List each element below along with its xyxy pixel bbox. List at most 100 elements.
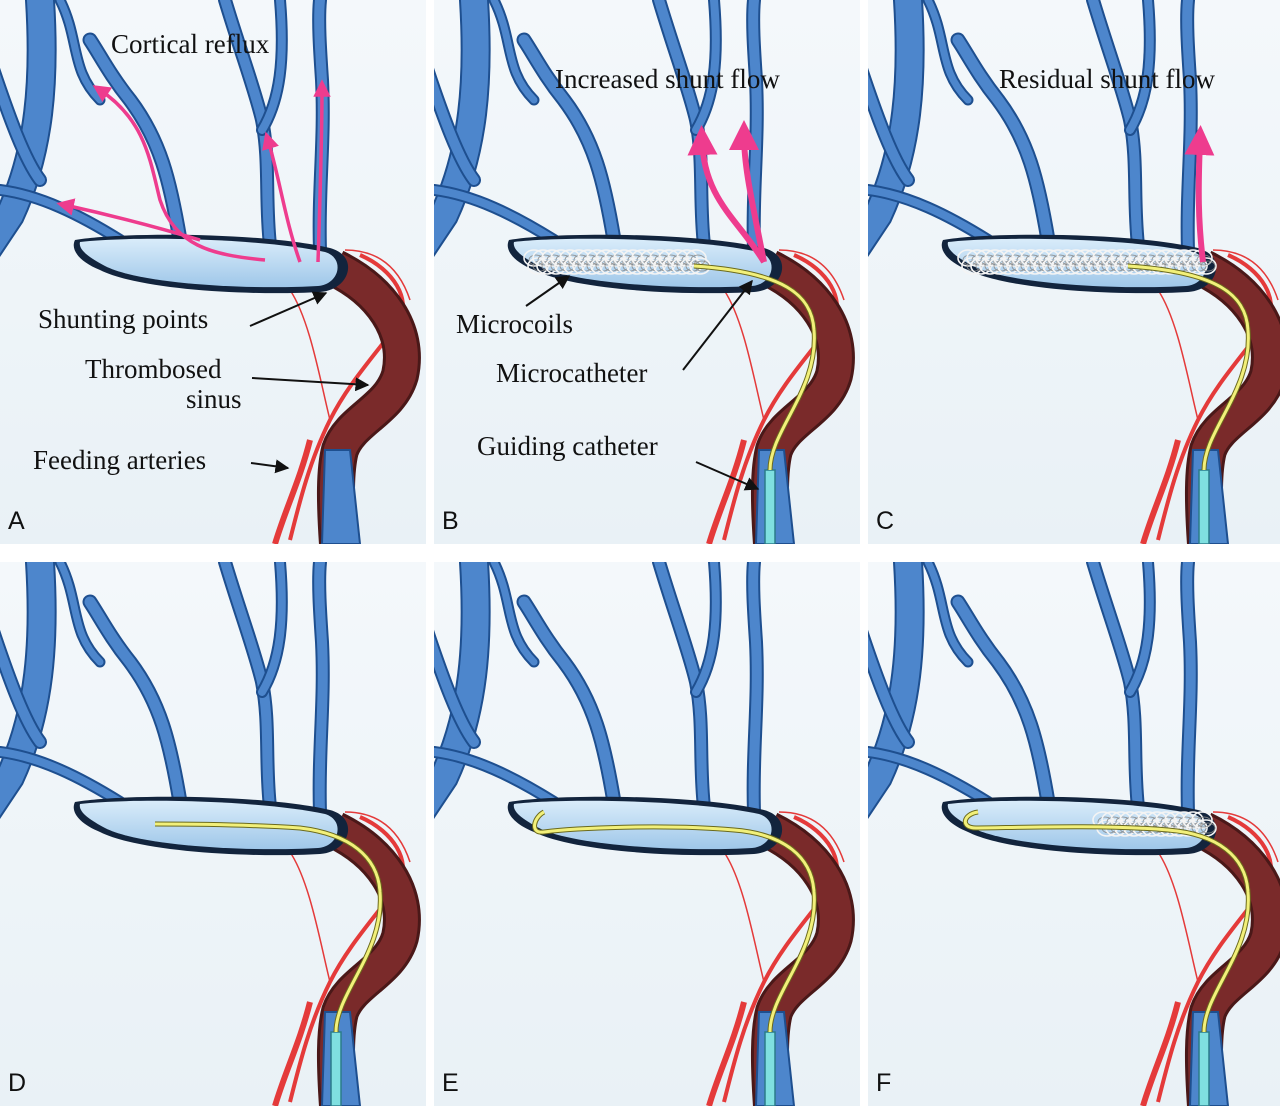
coil-loop: [1195, 257, 1217, 275]
feeding-artery-upper: [344, 811, 411, 863]
lower-left-vein-fill: [0, 748, 124, 806]
feeding-artery-trunk: [706, 1001, 747, 1106]
panel-illustration: [0, 562, 421, 1106]
panel-e: E: [434, 562, 860, 1106]
microcoils-partial: [523, 249, 711, 275]
feeding-artery-trunk: [272, 439, 313, 544]
panel-letter-c: C: [876, 507, 895, 535]
panel-letter-d: D: [8, 1069, 27, 1097]
guiding-catheter: [1198, 469, 1210, 544]
left-large-vein-fill: [434, 562, 489, 816]
cortical-vein-3-fill: [1182, 562, 1196, 817]
feeding-artery-trunk: [706, 439, 747, 544]
feeding-artery-thin: [723, 851, 765, 983]
cortical-vein-2b-fill: [692, 0, 720, 134]
cortical-vein-1-fill: [518, 34, 620, 246]
coil-loop-shadow: [1200, 260, 1216, 272]
panel-illustration: [868, 562, 1280, 1106]
coil-loop-shadow: [1196, 816, 1212, 828]
left-branch-vein-fill: [434, 636, 479, 747]
flow-arrow-4: [313, 79, 331, 263]
cortical-vein-3-fill: [748, 562, 762, 817]
microcatheter: [1127, 264, 1250, 471]
flow-arrow-1: [92, 85, 266, 262]
panel-b: B: [434, 0, 860, 544]
coil-loop-shadow: [1200, 822, 1216, 834]
panel-d: D: [0, 562, 426, 1106]
panel-illustration: [434, 0, 855, 544]
feeding-artery-trunk: [1140, 1001, 1181, 1106]
cortical-vein-1-fill: [952, 34, 1054, 246]
cortical-vein-2b-fill: [692, 562, 720, 696]
feeding-artery-thin: [1157, 289, 1199, 421]
upper-twig-vein-fill: [56, 0, 104, 104]
panel-illustration: [0, 0, 421, 544]
lower-left-vein-fill: [868, 748, 992, 806]
feeding-artery-main: [1156, 253, 1274, 541]
upper-twig-vein-fill: [924, 0, 972, 104]
flow-arrow-2: [729, 120, 767, 263]
feeding-artery-main: [1156, 815, 1274, 1103]
cortical-vein-2b-fill: [258, 562, 286, 696]
cortical-vein-2b-fill: [1126, 0, 1154, 134]
cortical-vein-3-fill: [314, 562, 328, 817]
microcoils-full: [957, 249, 1217, 275]
feeding-artery-upper: [778, 811, 845, 863]
guiding-catheter: [1198, 1031, 1210, 1106]
feeding-artery-upper: [1212, 811, 1279, 863]
panel-c: C: [868, 0, 1280, 544]
cortical-vein-3-fill: [1182, 0, 1196, 255]
left-branch-vein-fill: [0, 636, 45, 747]
flow-arrow-1: [1184, 125, 1215, 263]
panel-illustration: [868, 0, 1280, 544]
panel-letter-b: B: [442, 507, 459, 535]
microcatheter: [154, 822, 382, 1033]
panel-letter-e: E: [442, 1069, 459, 1097]
panel-f: F: [868, 562, 1280, 1106]
cortical-vein-1-fill: [84, 596, 186, 808]
flow-arrow-2: [56, 198, 201, 242]
feeding-artery-upper: [778, 249, 845, 301]
flow-arrow-3: [262, 131, 302, 263]
feeding-artery-upper: [1212, 249, 1279, 301]
guiding-catheter: [330, 1031, 342, 1106]
coil-loop: [1186, 257, 1208, 275]
upper-twig-vein-fill: [924, 562, 972, 666]
left-branch-vein-fill: [0, 74, 45, 185]
left-branch-vein-fill: [434, 74, 479, 185]
feeding-artery-main: [722, 815, 840, 1103]
left-large-vein-fill: [434, 0, 489, 254]
lower-left-vein-fill: [868, 186, 992, 244]
panel-a: A: [0, 0, 426, 544]
panel-letter-a: A: [8, 507, 25, 535]
jugular-vein: [320, 449, 362, 544]
feeding-artery-trunk: [272, 1001, 313, 1106]
guiding-catheter: [764, 1031, 776, 1106]
cortical-vein-1-fill: [952, 596, 1054, 808]
cortical-vein-1-fill: [518, 596, 620, 808]
feeding-artery-thin: [289, 289, 331, 421]
panel-illustration: [434, 562, 855, 1106]
coil-loop-shadow: [681, 254, 697, 266]
feeding-artery-thin: [723, 289, 765, 421]
microcatheter: [693, 264, 816, 471]
sinus-lumen: [79, 238, 338, 288]
feeding-artery-upper: [344, 249, 411, 301]
microcatheter: [963, 810, 1250, 1033]
guiding-catheter: [764, 469, 776, 544]
left-large-vein-fill: [0, 562, 55, 816]
cortical-vein-1-fill: [84, 34, 186, 246]
microcatheter: [533, 810, 816, 1033]
coil-loop: [1191, 811, 1213, 829]
coil-loop-shadow: [1187, 816, 1203, 828]
cortical-vein-2b-fill: [1126, 562, 1154, 696]
left-branch-vein-fill: [868, 636, 913, 747]
upper-twig-vein-fill: [490, 562, 538, 666]
left-large-vein-fill: [868, 562, 923, 816]
upper-twig-vein-fill: [490, 0, 538, 104]
feeding-artery-main: [288, 253, 406, 541]
left-large-vein-fill: [0, 0, 55, 254]
feeding-artery-trunk: [1140, 439, 1181, 544]
cortical-vein-2b-fill: [258, 0, 286, 134]
